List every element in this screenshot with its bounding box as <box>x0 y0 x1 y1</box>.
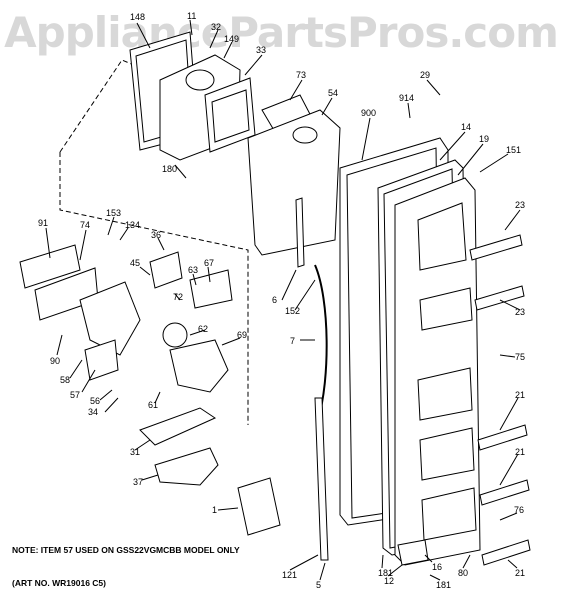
callout-12: 12 <box>384 576 394 586</box>
callout-21c: 21 <box>515 568 525 578</box>
callout-152: 152 <box>285 306 300 316</box>
callout-16: 16 <box>432 562 442 572</box>
callout-72: 72 <box>173 292 183 302</box>
inner-door-liner <box>394 177 481 566</box>
callout-31: 31 <box>130 447 140 457</box>
callout-75: 75 <box>515 352 525 362</box>
dashed-boundary-left <box>59 152 249 425</box>
callout-151: 151 <box>506 145 521 155</box>
callout-37: 37 <box>133 477 143 487</box>
shelf-21c <box>481 539 531 566</box>
callout-7: 7 <box>290 336 295 346</box>
shelf-21a <box>477 424 528 451</box>
handle <box>314 264 328 421</box>
callout-56: 56 <box>90 396 100 406</box>
handle-strip <box>314 397 329 561</box>
art-number: (ART NO. WR19016 C5) <box>12 578 106 588</box>
hinge <box>397 539 429 566</box>
shelf-23a <box>469 234 523 261</box>
callout-76: 76 <box>514 505 524 515</box>
callout-62: 62 <box>198 324 208 334</box>
callout-23b: 23 <box>515 307 525 317</box>
manual <box>237 477 281 536</box>
callout-80: 80 <box>458 568 468 578</box>
callout-181b: 181 <box>436 580 451 590</box>
callout-57: 57 <box>70 390 80 400</box>
callout-33: 33 <box>256 45 266 55</box>
callout-45: 45 <box>130 258 140 268</box>
callout-14: 14 <box>461 122 471 132</box>
callout-32: 32 <box>211 22 221 32</box>
callout-36: 36 <box>151 230 161 240</box>
callout-54: 54 <box>328 88 338 98</box>
callout-74: 74 <box>80 220 90 230</box>
callout-11: 11 <box>187 11 196 21</box>
callout-91: 91 <box>38 218 48 228</box>
callout-labels: 148 11 32 149 33 73 54 914 29 900 14 19 … <box>38 11 525 590</box>
callout-181a: 181 <box>378 568 393 578</box>
callout-1: 1 <box>212 505 217 515</box>
callout-29: 29 <box>420 70 430 80</box>
model-note: NOTE: ITEM 57 USED ON GSS22VGMCBB MODEL … <box>12 545 240 555</box>
callout-23a: 23 <box>515 200 525 210</box>
bar-6 <box>295 197 305 268</box>
callout-73: 73 <box>296 70 306 80</box>
callout-34: 34 <box>88 407 98 417</box>
dispenser-cover <box>247 94 341 256</box>
callout-69: 69 <box>237 330 247 340</box>
shelf-23b <box>474 285 525 311</box>
shelf-21b <box>479 479 530 506</box>
callout-914: 914 <box>399 93 414 103</box>
callout-5: 5 <box>316 580 321 590</box>
control-panel-group <box>19 244 233 486</box>
callout-67: 67 <box>204 258 214 268</box>
callout-134: 134 <box>125 220 140 230</box>
callout-180: 180 <box>162 164 177 174</box>
callout-21b: 21 <box>515 447 525 457</box>
callout-149: 149 <box>224 34 239 44</box>
callout-61: 61 <box>148 400 158 410</box>
callout-153: 153 <box>106 208 121 218</box>
callout-121: 121 <box>282 570 297 580</box>
callout-58: 58 <box>60 375 70 385</box>
callout-900: 900 <box>361 108 376 118</box>
callout-6: 6 <box>272 295 277 305</box>
callout-21a: 21 <box>515 390 525 400</box>
watermark: AppliancePartsPros.com <box>4 8 559 57</box>
dispenser-housing-group <box>129 31 256 161</box>
callout-63: 63 <box>188 265 198 275</box>
callout-148: 148 <box>130 12 145 22</box>
callout-19: 19 <box>479 134 489 144</box>
callout-90: 90 <box>50 356 60 366</box>
